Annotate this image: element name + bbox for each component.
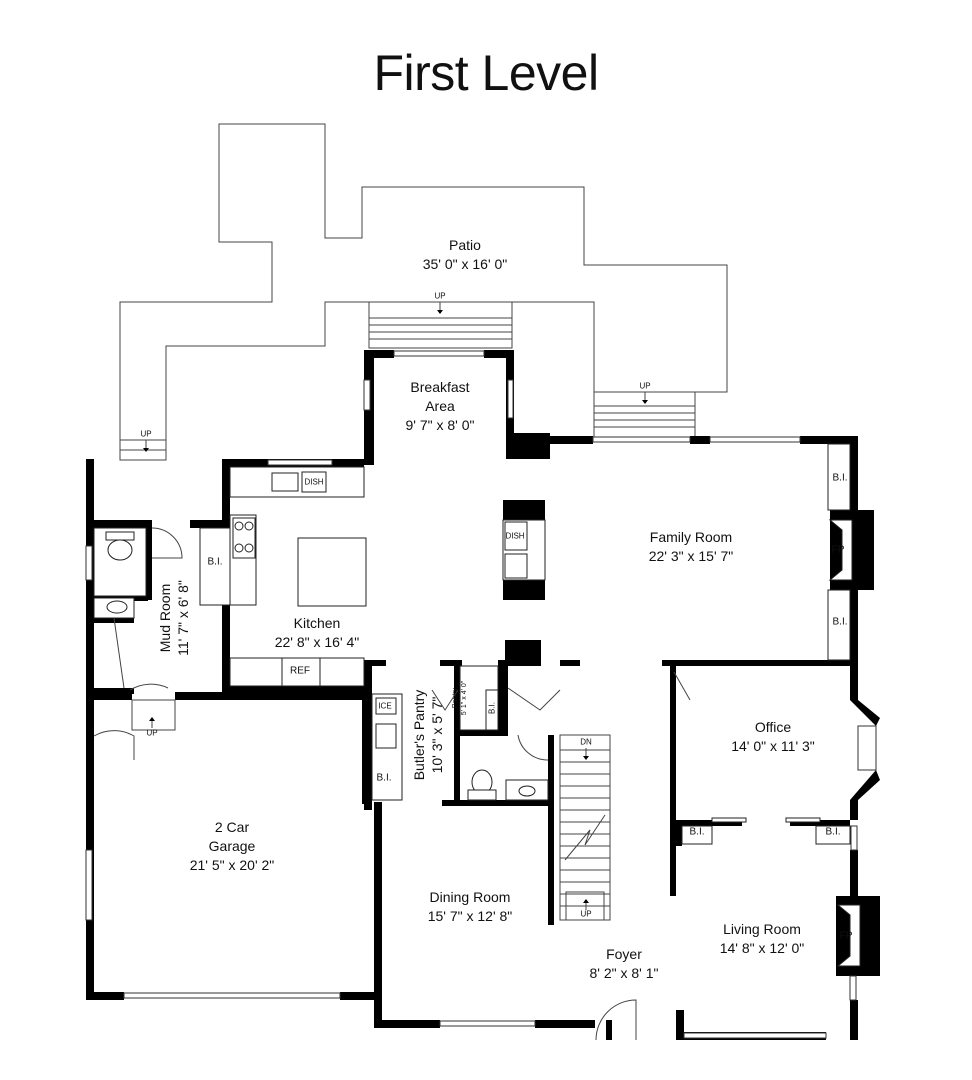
builtin-label-office-left: B.I. [689, 826, 705, 838]
butler-fixtures [371, 665, 499, 801]
patio-steps-upper [368, 301, 513, 349]
kitchen-fixtures [199, 466, 546, 687]
page-title: First Level [373, 45, 599, 101]
dn-label-stairs: DN [580, 737, 592, 747]
builtin-label-butler: B.I. [376, 772, 392, 784]
doors [93, 527, 691, 1041]
room-living: Living Room 14' 8" x 12' 0" [719, 921, 805, 956]
patio-steps-left [119, 439, 167, 461]
builtin-label-family-top: B.I. [832, 472, 848, 484]
room-butlers-pantry: Butler's Pantry 10' 3" x 5' 7" [411, 689, 445, 781]
windows [85, 350, 877, 1039]
room-family: Family Room 22' 3" x 15' 7" [648, 529, 734, 564]
powder-fixtures [467, 769, 549, 801]
room-dining: Dining Room 15' 7" x 12' 8" [427, 889, 513, 924]
up-label-side-steps: UP [140, 429, 152, 439]
ice-label: ICE [378, 701, 392, 711]
fireplace-label-living: FP [839, 930, 853, 942]
room-foyer: Foyer 8' 2" x 8' 1" [589, 946, 659, 981]
stairs [559, 734, 611, 921]
room-office: Office 14' 0" x 11' 3" [731, 719, 815, 754]
room-kitchen: Kitchen 22' 8" x 16' 4" [274, 615, 360, 650]
room-patio: Patio 35' 0" x 16' 0" [422, 237, 508, 272]
fireplace-label-family: FP [831, 544, 845, 556]
builtin-label-office-right: B.I. [825, 826, 841, 838]
room-garage: 2 Car Garage 21' 5" x 20' 2" [189, 819, 275, 873]
ref-label: REF [290, 665, 310, 677]
dishwasher-label-kitchen: DISH [304, 477, 324, 487]
up-label-stairs: UP [580, 909, 592, 919]
up-label-patio: UP [434, 291, 446, 301]
office-builtins [681, 817, 851, 845]
builtin-label-kitchen: B.I. [207, 556, 223, 568]
stair-arrows [143, 302, 648, 910]
room-mudroom: Mud Room 11' 7" x 6' 8" [157, 580, 191, 656]
builtin-label-pantry: B.I. [487, 701, 497, 715]
mudroom-fixtures [93, 527, 147, 619]
room-pantry: Pantry 5' 1" x 4' 0" [452, 680, 468, 716]
up-label-garage: UP [146, 728, 158, 738]
dishwasher-label-island: DISH [505, 531, 525, 541]
patio-outline [119, 123, 728, 461]
family-builtins [827, 443, 861, 967]
up-label-family-steps: UP [639, 381, 651, 391]
builtin-label-family-bottom: B.I. [832, 616, 848, 628]
room-breakfast: Breakfast Area 9' 7" x 8' 0" [405, 379, 475, 433]
